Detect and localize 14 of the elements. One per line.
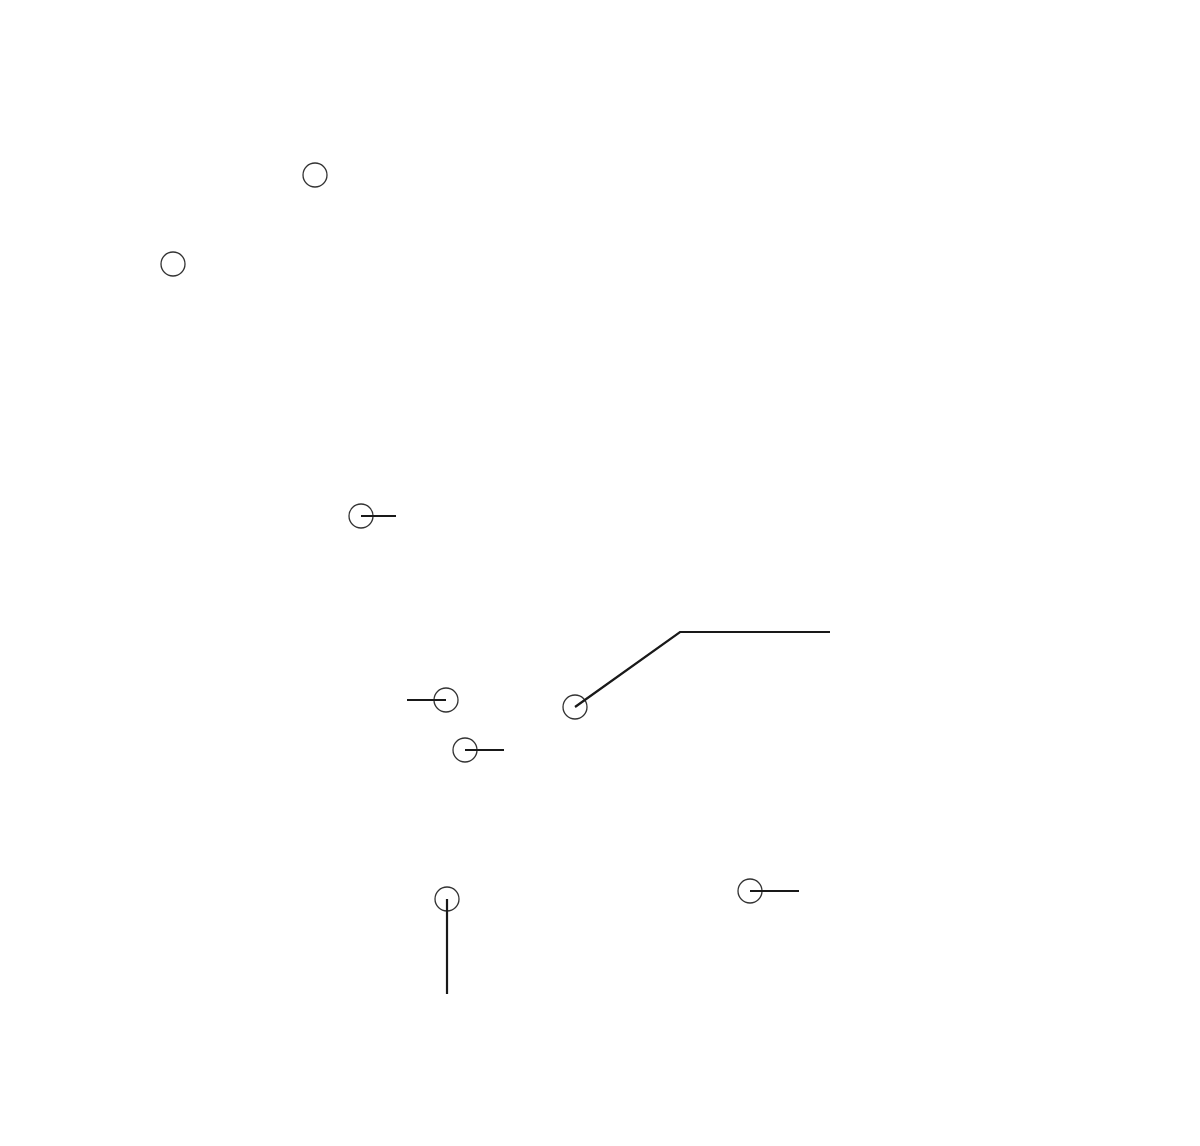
callout-circle [452, 737, 478, 763]
callout-circle [737, 878, 763, 904]
leader-line [750, 889, 799, 893]
leader-line [445, 899, 449, 994]
callout-circle [433, 687, 459, 713]
callout-circle [302, 162, 328, 188]
leader-line [361, 514, 396, 518]
leader-line [407, 698, 446, 702]
callout-circle [434, 886, 460, 912]
leader-line [465, 748, 504, 752]
callout-circle [348, 503, 374, 529]
callout-circle [562, 694, 588, 720]
leader-line [574, 630, 830, 708]
callout-circle [160, 251, 186, 277]
